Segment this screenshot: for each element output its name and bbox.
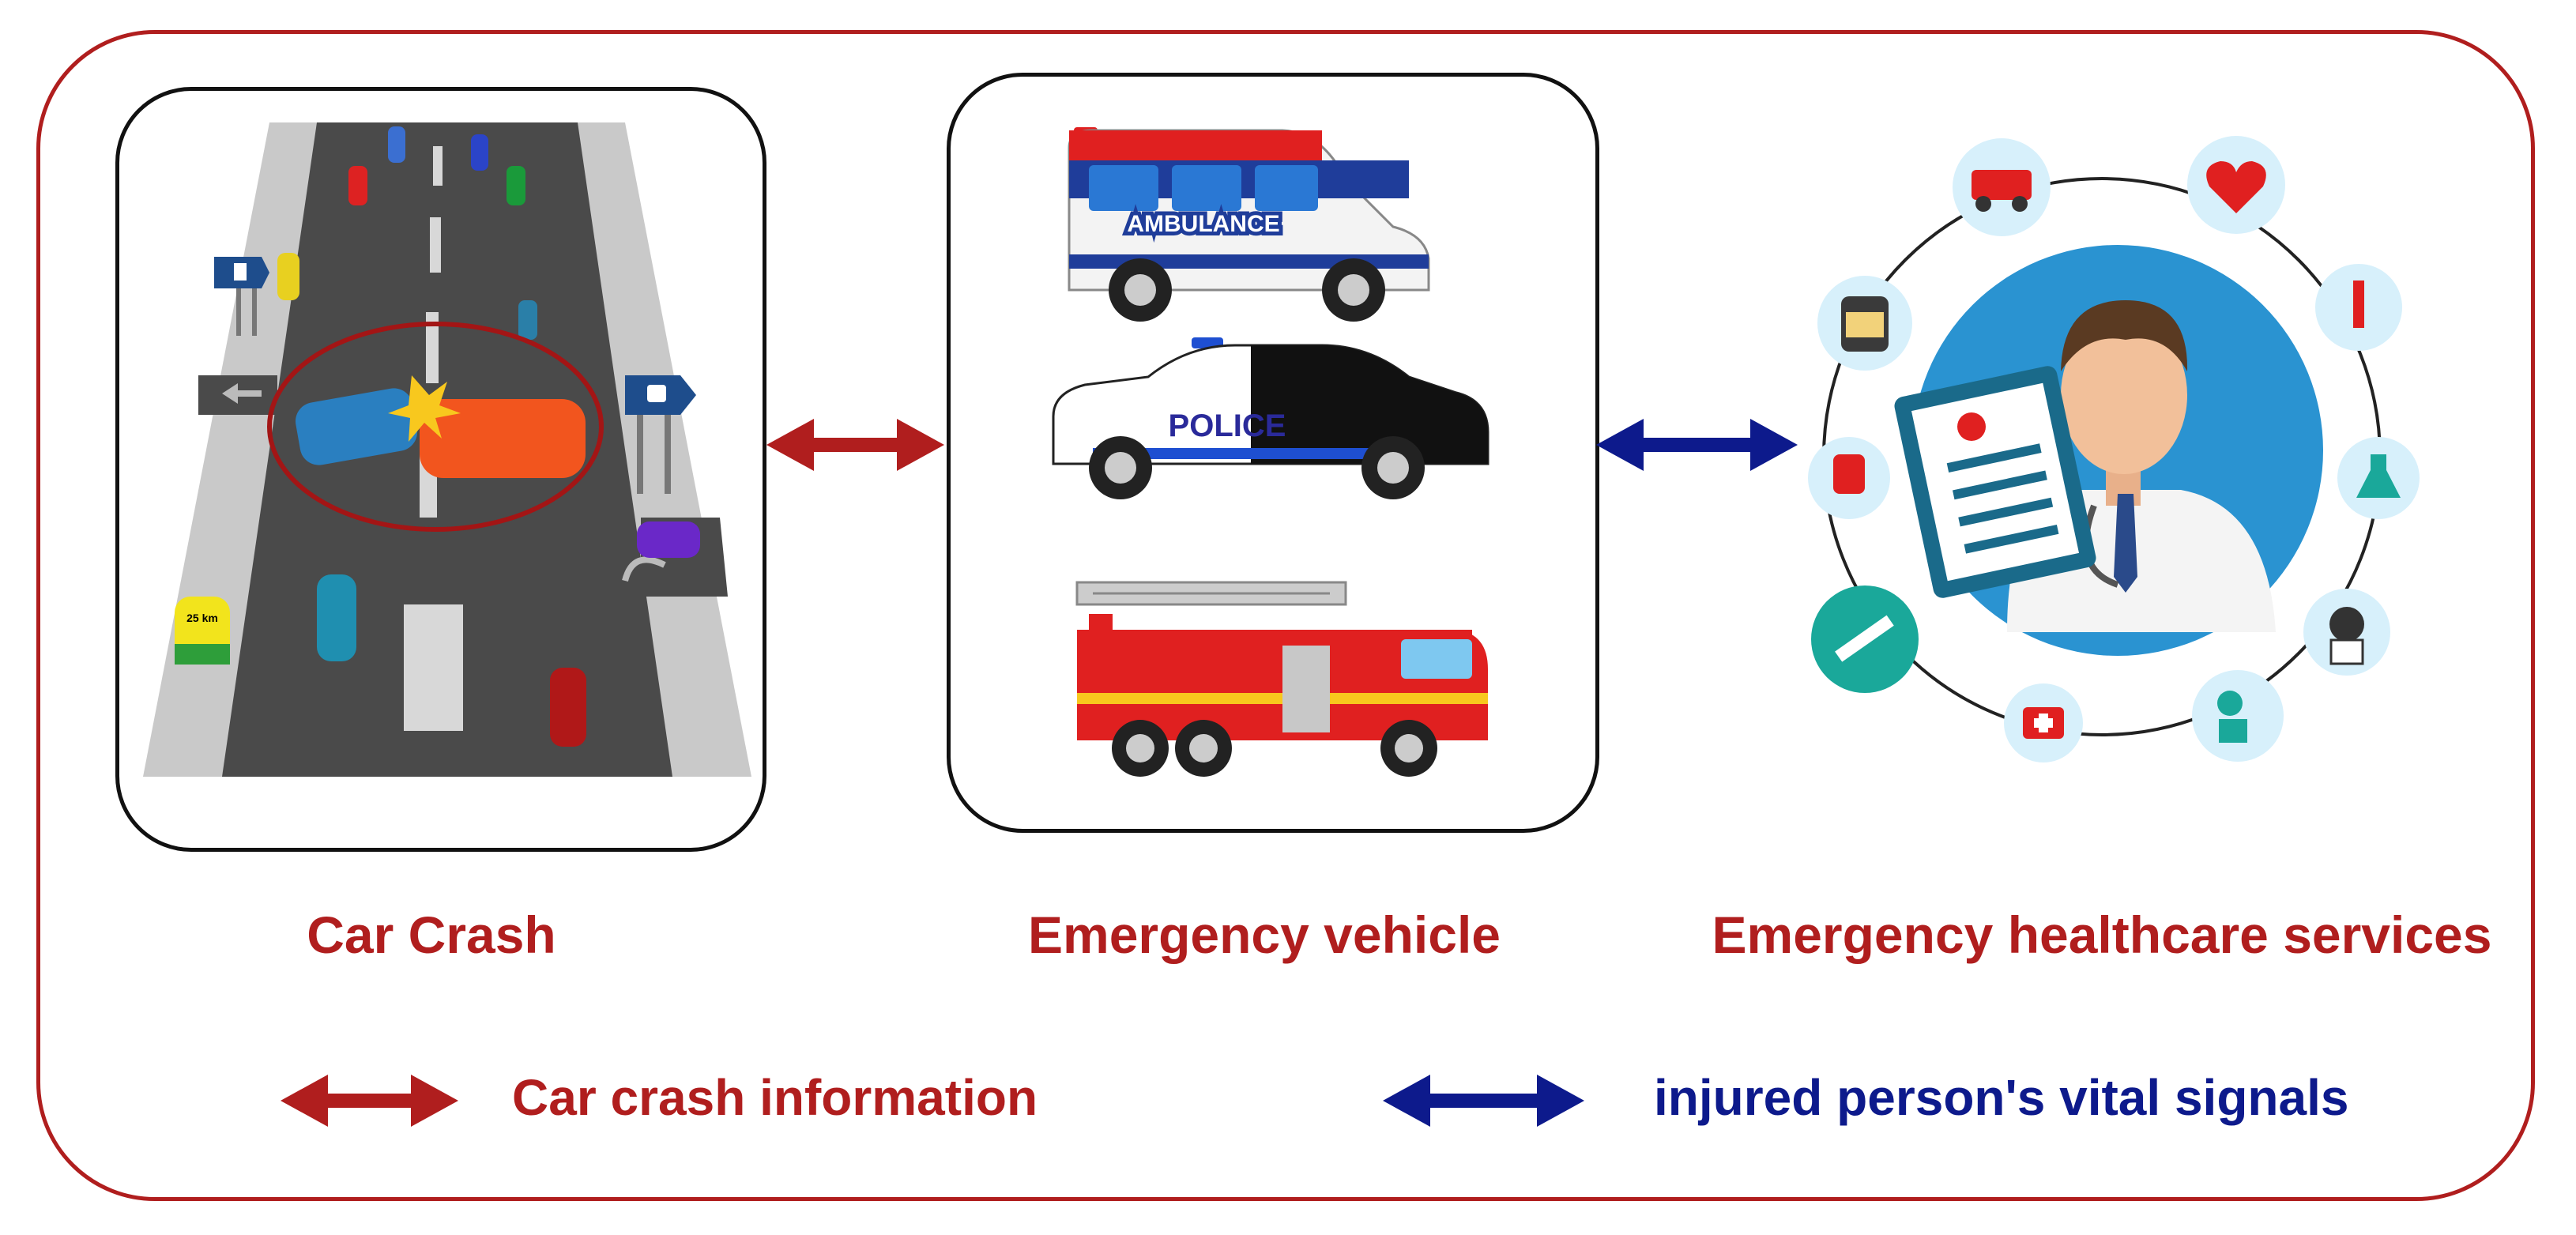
outer-frame — [36, 30, 2535, 1201]
distance-marker: 25 km — [175, 597, 230, 665]
distance-label: 25 km — [186, 612, 218, 624]
police-label: POLICE — [1169, 409, 1286, 443]
legend-red-label: Car crash information — [512, 1069, 1038, 1126]
car-crash-caption: Car Crash — [307, 906, 556, 964]
healthcare-services-caption: Emergency healthcare services — [1712, 906, 2492, 964]
legend-blue-label: injured person's vital signals — [1654, 1069, 2349, 1126]
crash-scene — [267, 322, 604, 532]
parking-sign — [214, 257, 269, 336]
emergency-vehicles-panel: AMBULANCE POLICE — [947, 73, 1599, 833]
traffic-cars — [277, 126, 700, 747]
cafe-sign — [625, 375, 696, 494]
car-crash-panel: 25 km — [115, 87, 766, 852]
fire-truck — [1075, 581, 1488, 777]
ambulance-vehicle: AMBULANCE — [1068, 127, 1430, 322]
ambulance-label: AMBULANCE — [1127, 211, 1279, 237]
emergency-vehicles-illustration: AMBULANCE POLICE — [1052, 127, 1489, 777]
police-car: POLICE — [1052, 337, 1489, 499]
emergency-vehicle-caption: Emergency vehicle — [1028, 906, 1501, 964]
car-crash-illustration: 25 km — [143, 122, 751, 777]
